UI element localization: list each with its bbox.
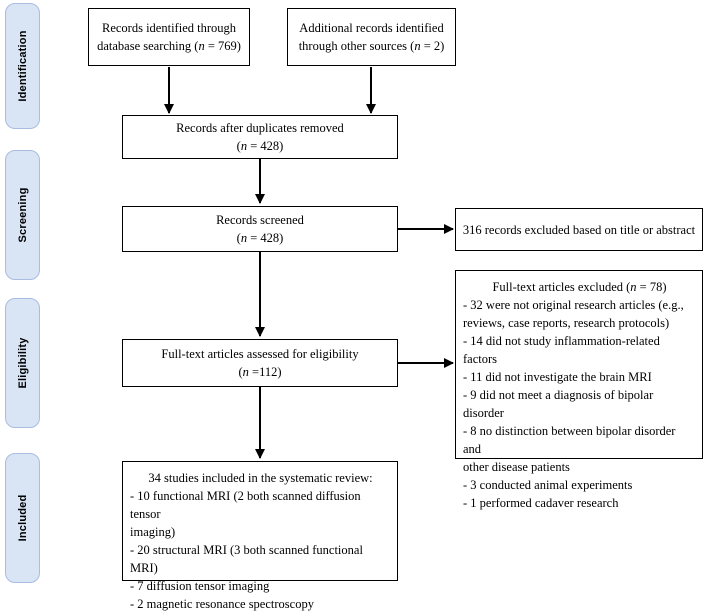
- stage-label-included: Included: [16, 494, 29, 542]
- screened-box: Records screened (n = 428): [122, 206, 398, 252]
- included-studies-title: 34 studies included in the systematic re…: [148, 471, 373, 485]
- included-studies-item: imaging): [130, 525, 176, 539]
- stage-tab-eligibility: Eligibility: [5, 298, 40, 428]
- included-studies-item: - 20 structural MRI (3 both scanned func…: [130, 543, 363, 575]
- fulltext-assessed-line1: Full-text articles assessed for eligibil…: [161, 347, 359, 361]
- screened-line1: Records screened: [216, 213, 304, 227]
- database-records-box: Records identified through database sear…: [88, 8, 250, 66]
- database-records-line2: database searching (n = 769): [97, 39, 241, 53]
- fulltext-excluded-item: reviews, case reports, research protocol…: [463, 316, 670, 330]
- fulltext-assessed-line2: (n =112): [238, 365, 282, 379]
- included-studies-item: - 10 functional MRI (2 both scanned diff…: [130, 489, 361, 521]
- fulltext-excluded-item: other disease patients: [463, 460, 570, 474]
- fulltext-excluded-title: Full-text articles excluded (n = 78): [492, 280, 667, 294]
- other-records-line1: Additional records identified: [299, 21, 444, 35]
- included-studies-item: - 2 magnetic resonance spectroscopy: [130, 597, 314, 611]
- included-studies-item: - 7 diffusion tensor imaging: [130, 579, 270, 593]
- after-duplicates-box: Records after duplicates removed (n = 42…: [122, 115, 398, 159]
- after-duplicates-line2: (n = 428): [236, 139, 284, 153]
- stage-label-identification: Identification: [16, 30, 29, 102]
- stage-tab-identification: Identification: [5, 3, 40, 129]
- other-records-box: Additional records identified through ot…: [287, 8, 456, 66]
- fulltext-excluded-item: - 9 did not meet a diagnosis of bipolar …: [463, 388, 654, 420]
- fulltext-excluded-item: - 11 did not investigate the brain MRI: [463, 370, 652, 384]
- fulltext-excluded-box: Full-text articles excluded (n = 78) - 3…: [455, 270, 703, 510]
- excluded-title-line1: 316 records excluded based on title or a…: [462, 222, 696, 237]
- after-duplicates-line1: Records after duplicates removed: [176, 121, 344, 135]
- fulltext-excluded-item: - 32 were not original research articles…: [463, 298, 684, 312]
- stage-tab-screening: Screening: [5, 150, 40, 280]
- stage-label-screening: Screening: [16, 187, 29, 243]
- database-records-line1: Records identified through: [102, 21, 236, 35]
- stage-tab-included: Included: [5, 453, 40, 583]
- fulltext-assessed-box: Full-text articles assessed for eligibil…: [122, 339, 398, 387]
- fulltext-excluded-item: - 3 conducted animal experiments: [463, 478, 633, 492]
- other-records-line2: through other sources (n = 2): [298, 39, 445, 53]
- fulltext-excluded-item: - 1 performed cadaver research: [463, 496, 619, 510]
- excluded-title-box: 316 records excluded based on title or a…: [455, 208, 703, 251]
- included-studies-box: 34 studies included in the systematic re…: [122, 461, 398, 611]
- fulltext-excluded-item: - 14 did not study inflammation-related …: [463, 334, 660, 366]
- screened-line2: (n = 428): [236, 231, 284, 245]
- stage-label-eligibility: Eligibility: [16, 337, 29, 389]
- fulltext-excluded-item: - 8 no distinction between bipolar disor…: [463, 424, 676, 456]
